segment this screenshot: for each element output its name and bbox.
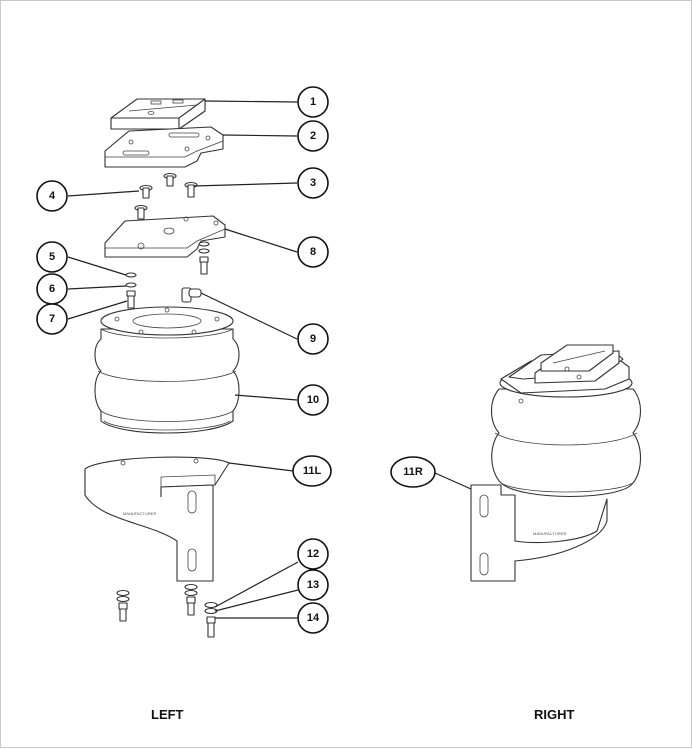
callout-12: 12 xyxy=(297,538,329,570)
part-4-carriage-bolt xyxy=(134,184,153,220)
callout-4: 4 xyxy=(36,180,68,212)
callout-3: 3 xyxy=(297,167,329,199)
svg-text:14: 14 xyxy=(307,612,320,624)
right-side-label: RIGHT xyxy=(534,707,575,722)
bracket-stamp-left: MANUFACTURER xyxy=(123,511,156,516)
svg-text:7: 7 xyxy=(49,313,55,325)
callout-10: 10 xyxy=(297,384,329,416)
svg-text:1: 1 xyxy=(310,96,316,108)
callout-7: 7 xyxy=(36,303,68,335)
svg-text:8: 8 xyxy=(310,246,316,258)
callout-5: 5 xyxy=(36,241,68,273)
part-10-air-spring xyxy=(94,306,240,434)
part-1-clamp-plate xyxy=(110,98,206,130)
svg-text:10: 10 xyxy=(307,394,319,406)
part-2-upper-bracket xyxy=(104,126,224,168)
callout-11L: 11L xyxy=(292,455,332,487)
left-side-label: LEFT xyxy=(151,707,184,722)
callout-13: 13 xyxy=(297,569,329,601)
svg-text:9: 9 xyxy=(310,333,316,345)
right-assembly: MANUFACTURER xyxy=(470,344,642,582)
svg-text:5: 5 xyxy=(49,251,55,263)
svg-text:12: 12 xyxy=(307,548,319,560)
svg-text:11L: 11L xyxy=(303,465,322,477)
callout-9: 9 xyxy=(297,323,329,355)
callout-6: 6 xyxy=(36,273,68,305)
bracket-stamp-right: MANUFACTURER xyxy=(533,531,566,536)
callout-8: 8 xyxy=(297,236,329,268)
callout-1: 1 xyxy=(297,86,329,118)
part-8-lower-plate xyxy=(104,215,226,258)
part-12-13-14-hardware xyxy=(116,583,218,638)
leader-lines xyxy=(67,100,472,619)
callout-11R: 11R xyxy=(390,456,436,488)
svg-text:6: 6 xyxy=(49,283,55,295)
svg-text:2: 2 xyxy=(310,130,316,142)
svg-text:4: 4 xyxy=(49,190,56,202)
svg-text:3: 3 xyxy=(310,177,316,189)
svg-text:13: 13 xyxy=(307,579,319,591)
part-9-air-fitting xyxy=(181,287,202,303)
part-8-bolt-stack xyxy=(198,241,210,275)
callout-2: 2 xyxy=(297,120,329,152)
part-11L-lower-bracket: MANUFACTURER xyxy=(84,456,230,582)
svg-text:11R: 11R xyxy=(403,466,423,478)
callout-14: 14 xyxy=(297,602,329,634)
part-5-bolt xyxy=(125,272,137,309)
part-3-carriage-bolt xyxy=(163,172,198,198)
